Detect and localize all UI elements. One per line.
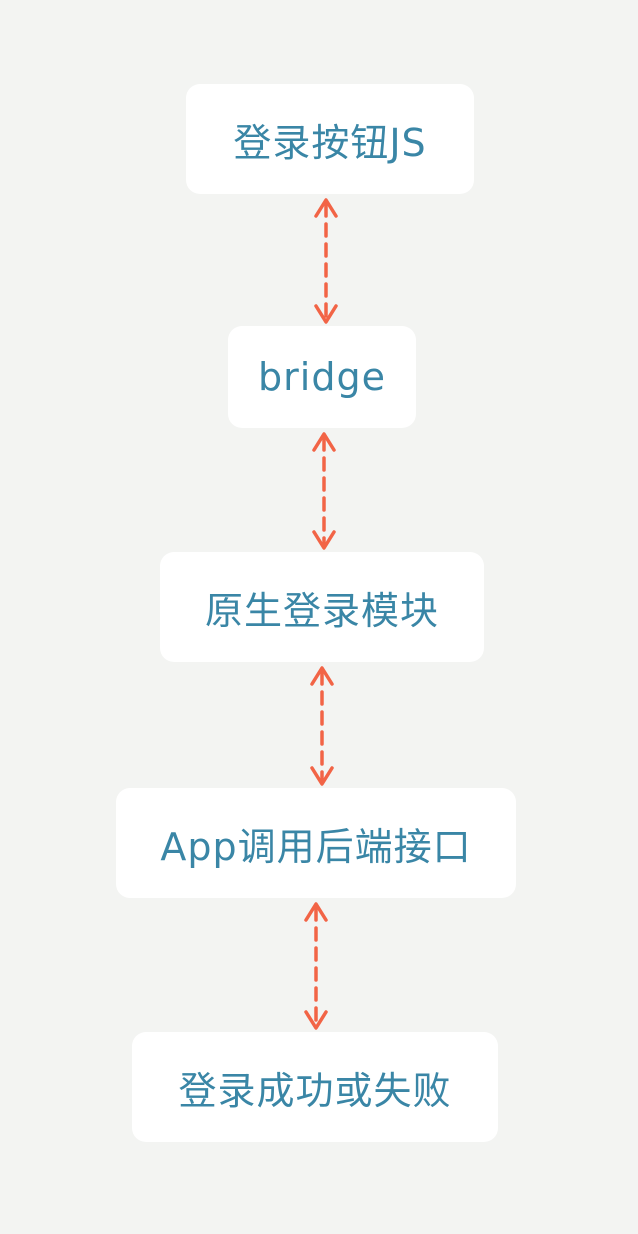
bidirectional-arrow-3 xyxy=(310,666,334,786)
bidirectional-arrow-1 xyxy=(314,198,338,324)
node-app-backend-api: App调用后端接口 xyxy=(116,788,516,898)
bidirectional-arrow-2 xyxy=(312,432,336,550)
node-bridge: bridge xyxy=(228,326,416,428)
node-login-button-js: 登录按钮JS xyxy=(186,84,474,194)
node-native-login-module: 原生登录模块 xyxy=(160,552,484,662)
node-login-result: 登录成功或失败 xyxy=(132,1032,498,1142)
bidirectional-arrow-4 xyxy=(304,902,328,1030)
